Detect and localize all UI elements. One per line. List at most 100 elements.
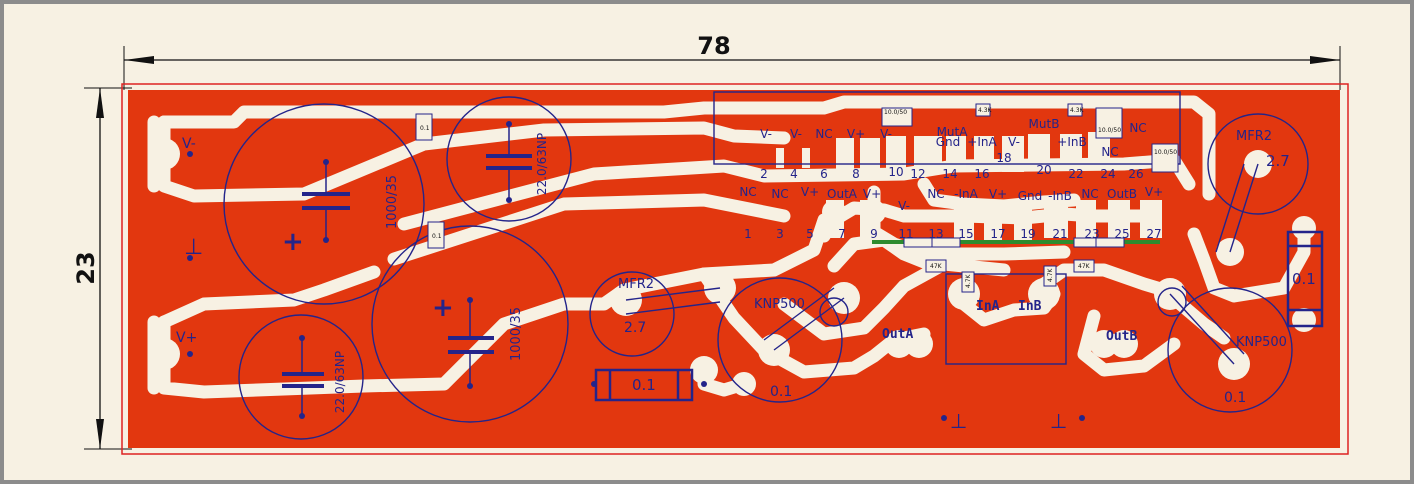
pin-bottom-number-10: 21 (1052, 227, 1067, 241)
pin-bottom-label-2: V+ (801, 185, 819, 199)
pin-bottom-label-4: V+ (863, 187, 881, 201)
pin-bottom-number-7: 15 (958, 227, 973, 241)
cap-1000-top-label: 1000/35 (385, 175, 400, 229)
label-out-b: OutB (1106, 329, 1137, 344)
pin-top-label-7: +InA (967, 135, 997, 149)
arrow-left-icon (124, 56, 154, 64)
dim-height-label: 23 (72, 251, 100, 284)
cap-1000-bottom-outline (371, 225, 569, 423)
pin-top-number-8: 18 (996, 151, 1011, 165)
pin-bottom-number-9: 19 (1020, 227, 1035, 241)
smd-cap-10-50-a: 10.0/50 (884, 109, 907, 116)
pin-top-number-6: 14 (942, 167, 957, 181)
pin-top-label-3: V+ (847, 127, 865, 141)
mfr2-right-label: MFR2 (1236, 129, 1272, 144)
header-bottom-labels: NC NC V+ OutA V+ V- NC -InA V+ Gnd -InB NC OutB V+ (739, 185, 1163, 213)
plus-sign-top: + (282, 227, 304, 257)
mfr2-left-outline (589, 271, 675, 357)
smd-res-47k-b: 47K (1078, 263, 1091, 270)
pin-top-number-2: 6 (820, 167, 828, 181)
cap-1000-top-outline (223, 103, 425, 305)
knp-left-outline (717, 277, 843, 403)
arrow-down-icon (96, 419, 104, 449)
pin-bottom-label-8: V+ (989, 187, 1007, 201)
label-vminus: V- (182, 136, 196, 152)
pin-top-label-1: V- (790, 127, 802, 141)
pin-bottom-label-13: V+ (1145, 185, 1163, 199)
arrow-up-icon (96, 88, 104, 118)
pin-bottom-number-8: 17 (990, 227, 1005, 241)
knp-right-outline (1167, 287, 1293, 413)
smd-cap-2: 0.1 (432, 233, 442, 240)
pin-bottom-label-9: Gnd (1018, 189, 1043, 203)
pin-top-label-6: MutA (937, 125, 969, 139)
opamp-box (945, 273, 1067, 365)
arrow-right-icon (1310, 56, 1340, 64)
pin-bottom-number-0: 1 (744, 227, 752, 241)
pin-bottom-number-4: 9 (870, 227, 878, 241)
pin-top-number-3: 8 (852, 167, 860, 181)
pin-bottom-number-2: 5 (806, 227, 814, 241)
pin-top-label-9: MutB (1029, 117, 1060, 131)
board-outline (121, 83, 1349, 455)
pin-bottom-label-1: NC (771, 187, 788, 201)
cap-1000-bottom-label: 1000/35 (509, 307, 524, 361)
header-box-top (713, 91, 1181, 165)
pin-bottom-number-1: 3 (776, 227, 784, 241)
mfr2-left-value: 2.7 (624, 320, 646, 336)
cap-leads (301, 126, 510, 416)
pin-top-number-10: 22 (1068, 167, 1083, 181)
label-in-a: InA (976, 299, 1000, 314)
label-in-b: InB (1018, 299, 1042, 314)
cap-box-right (1286, 230, 1324, 328)
pin-top-label-12: NC (1129, 121, 1146, 135)
pin-bottom-label-11: NC (1081, 187, 1098, 201)
pin-top-number-5: 12 (910, 167, 925, 181)
ground-left-icon: ⊥ (184, 235, 203, 260)
pcb-drawing: 78 23 (72, 32, 1349, 455)
pin-bottom-label-6: NC (927, 187, 944, 201)
smd-parts (415, 103, 1179, 293)
pin-top-number-7: 16 (974, 167, 989, 181)
smd-res-47k-a: 47K (930, 263, 943, 270)
pin-bottom-label-10: -InB (1048, 189, 1072, 203)
drawing-frame: 78 23 (4, 4, 1410, 480)
pin-bottom-label-3: OutA (827, 187, 858, 201)
pin-top-number-0: 2 (760, 167, 768, 181)
cap-22-top-label: 22.0/63NP (535, 133, 549, 195)
mfr2-left-label: MFR2 (618, 277, 654, 292)
pin-top-label-11: NC (1101, 145, 1118, 159)
smd-res-4k7-d: 4.7K (1047, 267, 1054, 282)
cap-small-left-label: 0.1 (632, 376, 656, 394)
pin-bottom-label-5: V- (898, 199, 910, 213)
pin-bottom-label-12: OutB (1107, 187, 1137, 201)
pin-bottom-number-13: 27 (1146, 227, 1161, 241)
smd-cap-10-50-b: 10.0/50 (1098, 127, 1121, 134)
smd-res-43k-b: 4.3K (1070, 107, 1085, 114)
pin-top-number-11: 24 (1100, 167, 1115, 181)
smd-res-4k7-c: 4.7K (965, 273, 972, 288)
header-pads (776, 132, 1162, 240)
pin-bottom-label-7: -InA (954, 187, 978, 201)
pin-top-label-10: +InB (1057, 135, 1086, 149)
knp-left-value: 0.1 (770, 384, 792, 400)
knp-right-label: KNP500 (1236, 335, 1287, 350)
label-vplus: V+ (176, 330, 197, 346)
mfr2-right-value: 2.7 (1266, 152, 1290, 170)
pin-top-number-9: 20 (1036, 163, 1051, 177)
smd-cap-1: 0.1 (420, 125, 430, 132)
plus-sign-bottom: + (432, 293, 454, 323)
mfr2-right-outline (1207, 113, 1309, 215)
pin-top-number-4: 10 (888, 165, 903, 179)
cap-lead-dots (187, 121, 1085, 421)
component-outlines (223, 91, 1324, 440)
pin-bottom-label-0: NC (739, 185, 756, 199)
cap-22-bottom-label: 22.0/63NP (333, 351, 347, 413)
pin-top-label-4: V- (880, 127, 892, 141)
pin-bottom-number-3: 7 (838, 227, 846, 241)
pin-top-number-12: 26 (1128, 167, 1143, 181)
ground-symbol-1-icon: ⊥ (950, 409, 967, 433)
